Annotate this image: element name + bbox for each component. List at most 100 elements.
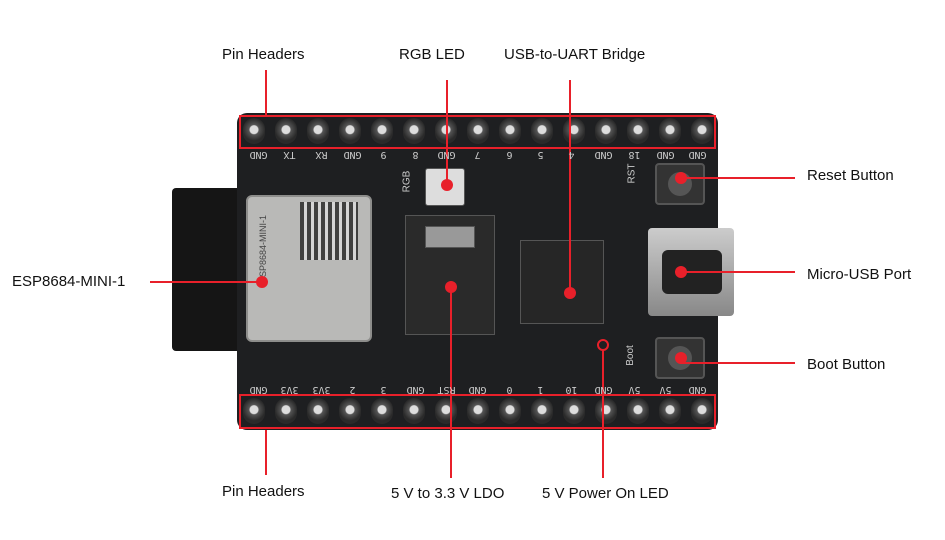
leader-dot <box>441 179 453 191</box>
power-led-marker <box>597 339 609 351</box>
leader-line <box>602 350 604 478</box>
leader-line <box>446 80 448 184</box>
pin-label: GND <box>406 384 425 395</box>
pin-label: GND <box>688 149 707 160</box>
leader-line <box>265 430 267 475</box>
leader-dot <box>256 276 268 288</box>
pin-label: GND <box>468 384 487 395</box>
pin-label: GND <box>437 149 456 160</box>
ldo-tab <box>425 226 475 248</box>
pin <box>659 118 681 144</box>
pin-label: TX <box>283 149 296 160</box>
leader-line <box>150 281 262 283</box>
pin-label: 1 <box>537 384 544 395</box>
pin <box>499 398 521 424</box>
label-reset-button: Reset Button <box>807 167 894 184</box>
pin <box>275 398 297 424</box>
pin-label: 3 <box>380 384 387 395</box>
pin-label: 9 <box>380 149 387 160</box>
pin <box>499 118 521 144</box>
pin-label: 10 <box>565 384 578 395</box>
pin-label: GND <box>594 149 613 160</box>
pin <box>595 398 617 424</box>
pin-label: 6 <box>506 149 513 160</box>
pin-label: GND <box>656 149 675 160</box>
leader-line <box>569 80 571 292</box>
pin-label: GND <box>249 384 268 395</box>
pin <box>659 398 681 424</box>
silk-boot: Boot <box>624 345 636 366</box>
pin-label: 8 <box>412 149 419 160</box>
pin <box>595 118 617 144</box>
pin-label: 5V <box>628 384 641 395</box>
pin <box>403 118 425 144</box>
silk-rgb: RGB <box>401 170 413 193</box>
pin-label: 5V <box>659 384 672 395</box>
module-marking: ESP8684-MINI-1 <box>258 215 268 284</box>
pin <box>563 118 585 144</box>
label-micro-usb-port: Micro-USB Port <box>807 266 912 283</box>
pin <box>531 118 553 144</box>
pin-label: 2 <box>349 384 356 395</box>
module-qr-code <box>300 202 358 260</box>
pin-label: 3V3 <box>280 384 299 395</box>
pin <box>627 118 649 144</box>
pin <box>691 398 713 424</box>
pin <box>307 118 329 144</box>
leader-dot <box>564 287 576 299</box>
silk-rst: RST <box>626 163 638 184</box>
pin-label: RST <box>437 384 456 395</box>
label-pin-headers-bottom: Pin Headers <box>222 483 305 500</box>
pin <box>339 118 361 144</box>
pin-label: GND <box>594 384 613 395</box>
pin-label: 18 <box>628 149 641 160</box>
uart-bridge-chip <box>520 240 604 324</box>
pin-label: GND <box>688 384 707 395</box>
leader-dot <box>675 266 687 278</box>
label-pin-headers-top: Pin Headers <box>222 46 305 63</box>
pin-label: GND <box>343 149 362 160</box>
pin <box>275 118 297 144</box>
boot-button[interactable] <box>655 337 705 379</box>
label-usb-uart-bridge: USB-to-UART Bridge <box>504 46 646 63</box>
pin <box>691 118 713 144</box>
top-pin-labels: GND TX RX GND 9 8 GND 7 6 5 4 GND 18 GND GND <box>243 148 713 160</box>
leader-dot <box>675 172 687 184</box>
bottom-pin-labels: GND 3V3 3V3 2 3 GND RST GND 0 1 10 GND 5V 5V GND <box>243 383 713 395</box>
pin <box>563 398 585 424</box>
pin-label: 7 <box>474 149 481 160</box>
leader-line <box>680 271 795 273</box>
top-pin-row <box>243 118 713 144</box>
pin <box>467 398 489 424</box>
leader-dot <box>445 281 457 293</box>
pin-label: 4 <box>568 149 575 160</box>
leader-dot <box>675 352 687 364</box>
label-boot-button: Boot Button <box>807 356 886 373</box>
pin <box>467 118 489 144</box>
leader-line <box>265 70 267 116</box>
pin <box>243 118 265 144</box>
pin-label: 0 <box>506 384 513 395</box>
leader-line <box>450 286 452 478</box>
pin <box>243 398 265 424</box>
pin-label: RX <box>315 149 328 160</box>
label-ldo: 5 V to 3.3 V LDO <box>391 485 505 502</box>
bottom-header-highlight <box>239 394 716 429</box>
pin-label: GND <box>249 149 268 160</box>
pin <box>403 398 425 424</box>
pin <box>627 398 649 424</box>
label-module: ESP8684-MINI-1 <box>12 273 126 290</box>
top-header-highlight <box>239 115 716 149</box>
leader-line <box>680 177 795 179</box>
pin <box>531 398 553 424</box>
pin-label: 5 <box>537 149 544 160</box>
pin <box>371 398 393 424</box>
label-power-led: 5 V Power On LED <box>542 485 669 502</box>
pin <box>371 118 393 144</box>
pin-label: 3V3 <box>312 384 331 395</box>
pin <box>339 398 361 424</box>
reset-button[interactable] <box>655 163 705 205</box>
label-rgb-led: RGB LED <box>399 46 465 63</box>
pin <box>307 398 329 424</box>
leader-line <box>680 362 795 364</box>
